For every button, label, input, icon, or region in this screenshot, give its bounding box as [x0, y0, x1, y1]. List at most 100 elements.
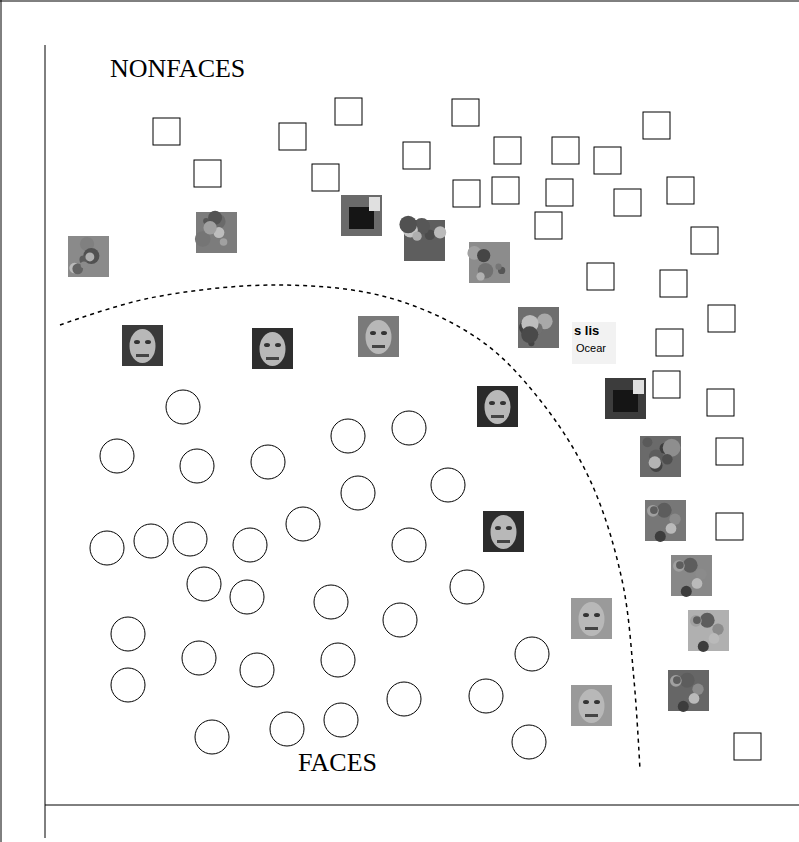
patch-shade: [633, 380, 644, 394]
nonface-square: [643, 112, 670, 139]
face-eye: [370, 331, 376, 335]
nonface-square: [716, 513, 743, 540]
face-circle: [134, 524, 168, 558]
face-skin: [130, 329, 156, 363]
thumbnail-text: s lis: [574, 324, 599, 338]
nonface-square: [153, 118, 180, 145]
patch-texture: [81, 262, 88, 269]
face-circle: [515, 637, 549, 671]
thumbnail-ground: [358, 316, 399, 357]
face-thumbnail: [358, 316, 399, 357]
face-skin: [366, 320, 392, 354]
patch-texture: [85, 253, 94, 262]
nonface-square: [335, 98, 362, 125]
face-skin: [491, 515, 517, 549]
face-thumbnail: [252, 328, 293, 369]
nonface-square: [660, 270, 687, 297]
face-eye: [381, 331, 387, 335]
nonface-square: [452, 99, 479, 126]
patch-texture: [693, 616, 701, 624]
nonface-thumbnail: [605, 378, 646, 419]
face-circle: [100, 439, 134, 473]
class-label: FACES: [298, 749, 377, 778]
face-mouth: [372, 345, 385, 348]
nonface-square: [667, 177, 694, 204]
thumbnail-ground: [605, 378, 646, 419]
face-eye: [134, 340, 140, 344]
nonface-square: [453, 180, 480, 207]
face-circle: [173, 522, 207, 556]
face-circle: [187, 567, 221, 601]
face-circle: [324, 703, 358, 737]
face-circle: [240, 653, 274, 687]
face-skin: [579, 602, 605, 636]
face-circle: [166, 390, 200, 424]
thumbnail-ground: [483, 511, 524, 552]
nonface-square: [279, 123, 306, 150]
face-circle: [387, 682, 421, 716]
axis-line: [45, 45, 46, 838]
patch-texture: [670, 675, 682, 687]
face-circle: [383, 603, 417, 637]
patch-texture: [495, 264, 501, 270]
nonface-thumbnail: [399, 216, 446, 261]
nonface-thumbnail: [467, 242, 510, 283]
face-skin: [485, 390, 511, 424]
face-circle: [111, 668, 145, 702]
nonface-square: [194, 160, 221, 187]
patch-texture: [683, 558, 698, 573]
patch-texture: [681, 586, 692, 597]
thumbnail-ground: [571, 685, 612, 726]
axis-line: [45, 805, 799, 806]
nonface-thumbnail: [341, 195, 382, 236]
face-circle: [331, 419, 365, 453]
nonface-square: [656, 329, 683, 356]
patch-texture: [698, 641, 709, 652]
face-skin: [579, 689, 605, 723]
face-thumbnail: [483, 511, 524, 552]
nonface-square: [492, 177, 519, 204]
thumbnail-ground: [122, 325, 163, 366]
thumbnail-ground: [571, 598, 612, 639]
face-eye: [583, 613, 589, 617]
nonface-square: [614, 189, 641, 216]
patch-texture: [663, 439, 681, 457]
patch-texture: [690, 615, 702, 627]
nonface-thumbnail: [645, 500, 686, 542]
patch-texture: [673, 676, 681, 684]
thumbnail-ground: [668, 670, 709, 711]
patch-texture: [709, 633, 720, 644]
decision-boundary: [60, 285, 640, 770]
face-circle: [230, 580, 264, 614]
patch-texture: [434, 226, 446, 238]
face-mouth: [266, 357, 279, 360]
thumbnail-ground: [671, 555, 712, 596]
face-circle: [111, 617, 145, 651]
face-eye: [495, 526, 501, 530]
patch-texture: [220, 238, 228, 246]
face-circle: [392, 411, 426, 445]
face-thumbnail: [571, 598, 612, 639]
face-skin: [260, 332, 286, 366]
nonface-thumbnail: [68, 236, 109, 277]
face-eye: [489, 401, 495, 405]
patch-texture: [643, 437, 653, 447]
face-eye: [275, 343, 281, 347]
thumbnail-ground: [688, 610, 729, 651]
patch-texture: [476, 272, 484, 280]
label-holder: NONFACES: [110, 55, 245, 84]
thumbnail-ground: [252, 328, 293, 369]
face-eye: [500, 401, 506, 405]
face-mouth: [491, 415, 504, 418]
patch-texture: [655, 531, 666, 542]
thumbnail-ground: [68, 236, 109, 277]
face-eye: [594, 700, 600, 704]
label-holder: Ocear: [576, 342, 606, 354]
nonface-square: [707, 389, 734, 416]
face-circle: [286, 507, 320, 541]
face-mouth: [497, 540, 510, 543]
patch-texture: [689, 693, 700, 704]
face-eye: [145, 340, 151, 344]
nonface-square: [716, 438, 743, 465]
